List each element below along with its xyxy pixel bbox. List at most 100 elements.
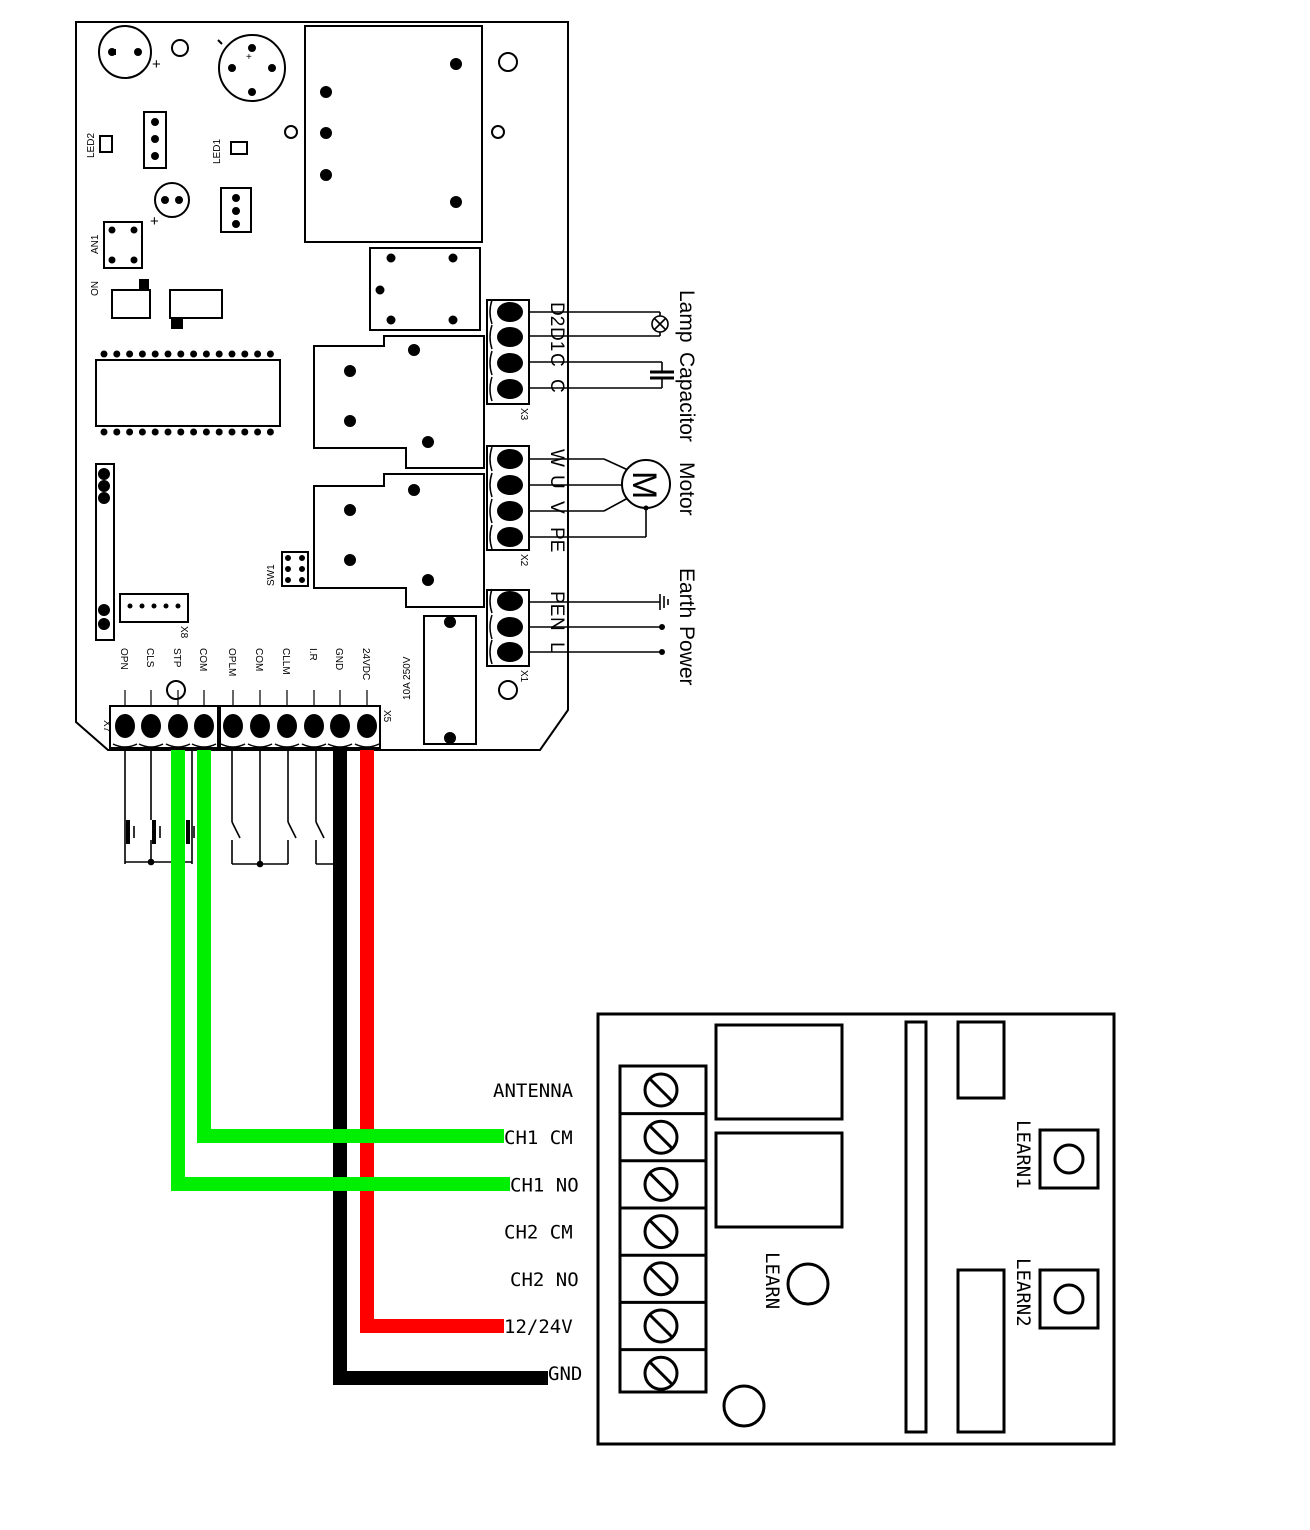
main-ic-pins [100,350,274,609]
learn1-label: LEARN1 [1012,1120,1034,1189]
power-n-dot [659,624,665,630]
x3-screw [497,379,523,399]
x2-pin-label: V [546,501,567,514]
ic-pin [113,428,121,436]
x8-pin [151,603,157,609]
x5-screw [357,714,377,738]
receiver-terminal-label: CH1 NO [510,1174,579,1196]
led1 [230,141,248,155]
peripheral-wiring [529,311,663,653]
sw1-label: SW1 [266,564,277,586]
ic-pin [266,350,274,358]
x5-terminal-block [219,705,381,749]
on-label: ON [90,281,101,296]
receiver-terminal-label: 12/24V [504,1316,573,1338]
x5-pin-label: COM [253,648,264,671]
sw1-switch [281,551,309,587]
x1-screw [497,591,523,611]
plus-sign: + [246,52,252,63]
ic-pin [228,428,236,436]
plus-sign: + [150,213,159,230]
ic-pin [164,428,172,436]
x5-label: X5 [381,710,392,723]
x1-pin-label: N [546,617,567,631]
x7-terminal-block [109,705,219,749]
ic-pin [126,350,134,358]
learn-led [786,1262,830,1306]
ic-pin [254,350,262,358]
push-buttons [124,748,195,866]
ic-pin [151,350,159,358]
x7-pin-label: CLS [144,648,155,668]
mount-hole [722,1384,766,1428]
x2-pin-label: PE [546,527,567,552]
x3-label: X3 [518,408,529,421]
x7-screw [168,714,188,738]
an1-switch [103,221,143,269]
ic-pin [113,350,121,358]
x5-screw [304,714,324,738]
limit-switches [231,748,340,868]
receiver-terminal-label: CH2 CM [504,1222,573,1244]
x2-screw [497,449,523,469]
receiver-terminal-label: ANTENNA [493,1080,574,1102]
x2-screw [497,501,523,521]
earth-symbol [659,594,669,610]
relay-ch2 [714,1131,844,1229]
x1-pin-label: L [546,642,567,653]
motor-label: Motor [675,462,698,516]
earth-label: Earth [675,568,698,618]
ic-pin [241,350,249,358]
x7-label: X7 [101,720,112,733]
capacitor-c2 [218,34,286,102]
ic-pin [126,428,134,436]
svg-text:M: M [625,471,663,499]
x3-screw [497,353,523,373]
dip-switch [111,289,151,319]
controller-board [75,21,569,751]
x5-pin-label: CLLM [280,648,291,675]
plus-sign: + [152,56,161,73]
capacitor-label: Capacitor [675,352,698,442]
x5-screw [277,714,297,738]
capacitor-c3 [154,182,190,218]
led2-label: LED2 [86,133,97,158]
receiver-outline [596,1012,1116,1446]
learn1-button[interactable] [1038,1128,1100,1190]
ic-pin [177,428,185,436]
led2 [99,135,113,153]
x7-screw [194,714,214,738]
learn2-button[interactable] [1038,1268,1100,1330]
x5-screw [330,714,350,738]
component-block [956,1020,1006,1100]
board-outline [75,21,569,751]
x8-pin [163,603,169,609]
x1-label: X1 [518,670,529,683]
ic-pin [164,350,172,358]
ic-pin [190,428,198,436]
main-ic [95,359,281,427]
ic-pin [202,350,210,358]
ic-pin [100,350,108,358]
capacitor-symbol [650,370,674,380]
x5-screw [223,714,243,738]
x5-pin-label: 24VDC [360,648,371,680]
x2-screw [497,475,523,495]
x7-pin-label: COM [197,648,208,671]
ic-pin [202,428,210,436]
x7-pin-label: OPN [118,648,129,670]
mount-hole [166,680,186,700]
ic-pin [138,350,146,358]
ic-pin [190,350,198,358]
receiver-board [596,1012,1116,1446]
relay-2 [313,473,485,608]
ic-pin [254,428,262,436]
ic-pin [228,350,236,358]
receiver-terminal-block [618,1064,708,1394]
capacitor-c1 [98,25,152,79]
ic-pin [177,350,185,358]
x3-pin-label: C [546,353,567,367]
